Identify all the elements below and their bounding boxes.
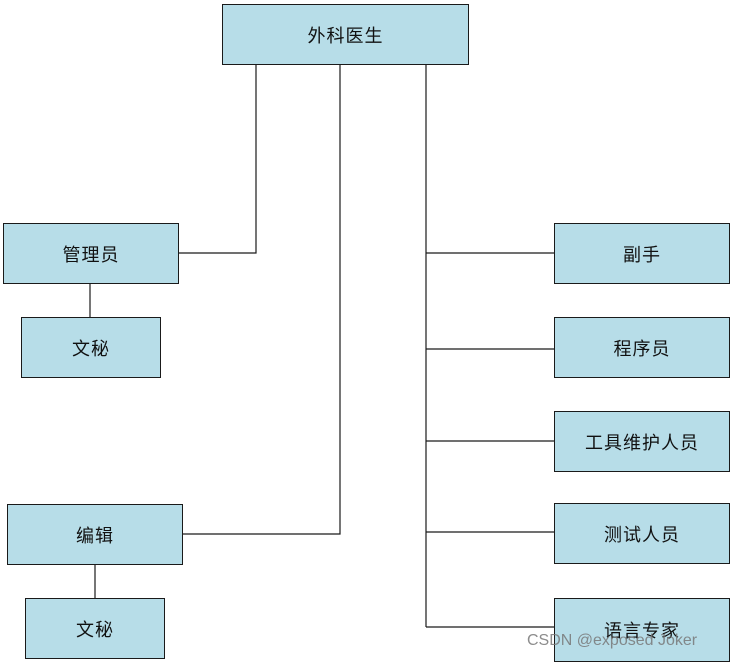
connector-root-editor xyxy=(182,64,341,535)
node-language-expert: 语言专家 xyxy=(554,598,730,662)
node-editor-secretary-label: 文秘 xyxy=(76,619,114,641)
node-root-label: 外科医生 xyxy=(307,25,384,47)
node-programmer: 程序员 xyxy=(554,317,730,378)
node-admin-label: 管理员 xyxy=(62,244,120,266)
node-toolsmith-label: 工具维护人员 xyxy=(585,432,699,454)
node-toolsmith: 工具维护人员 xyxy=(554,411,730,472)
connector-root-admin xyxy=(178,64,257,254)
node-language-expert-label: 语言专家 xyxy=(604,621,680,642)
node-tester-label: 测试人员 xyxy=(604,524,680,546)
watermark: CSDN @exposed Joker xyxy=(527,632,698,649)
node-admin-secretary: 文秘 xyxy=(21,317,161,378)
node-tester: 测试人员 xyxy=(554,503,730,564)
node-deputy-label: 副手 xyxy=(623,244,661,266)
node-editor-secretary: 文秘 xyxy=(25,598,165,659)
node-admin: 管理员 xyxy=(3,223,179,284)
node-editor: 编辑 xyxy=(7,504,183,565)
node-editor-label: 编辑 xyxy=(76,525,114,547)
node-deputy: 副手 xyxy=(554,223,730,284)
node-admin-secretary-label: 文秘 xyxy=(72,338,110,360)
node-root: 外科医生 xyxy=(222,4,469,65)
node-programmer-label: 程序员 xyxy=(613,338,671,360)
